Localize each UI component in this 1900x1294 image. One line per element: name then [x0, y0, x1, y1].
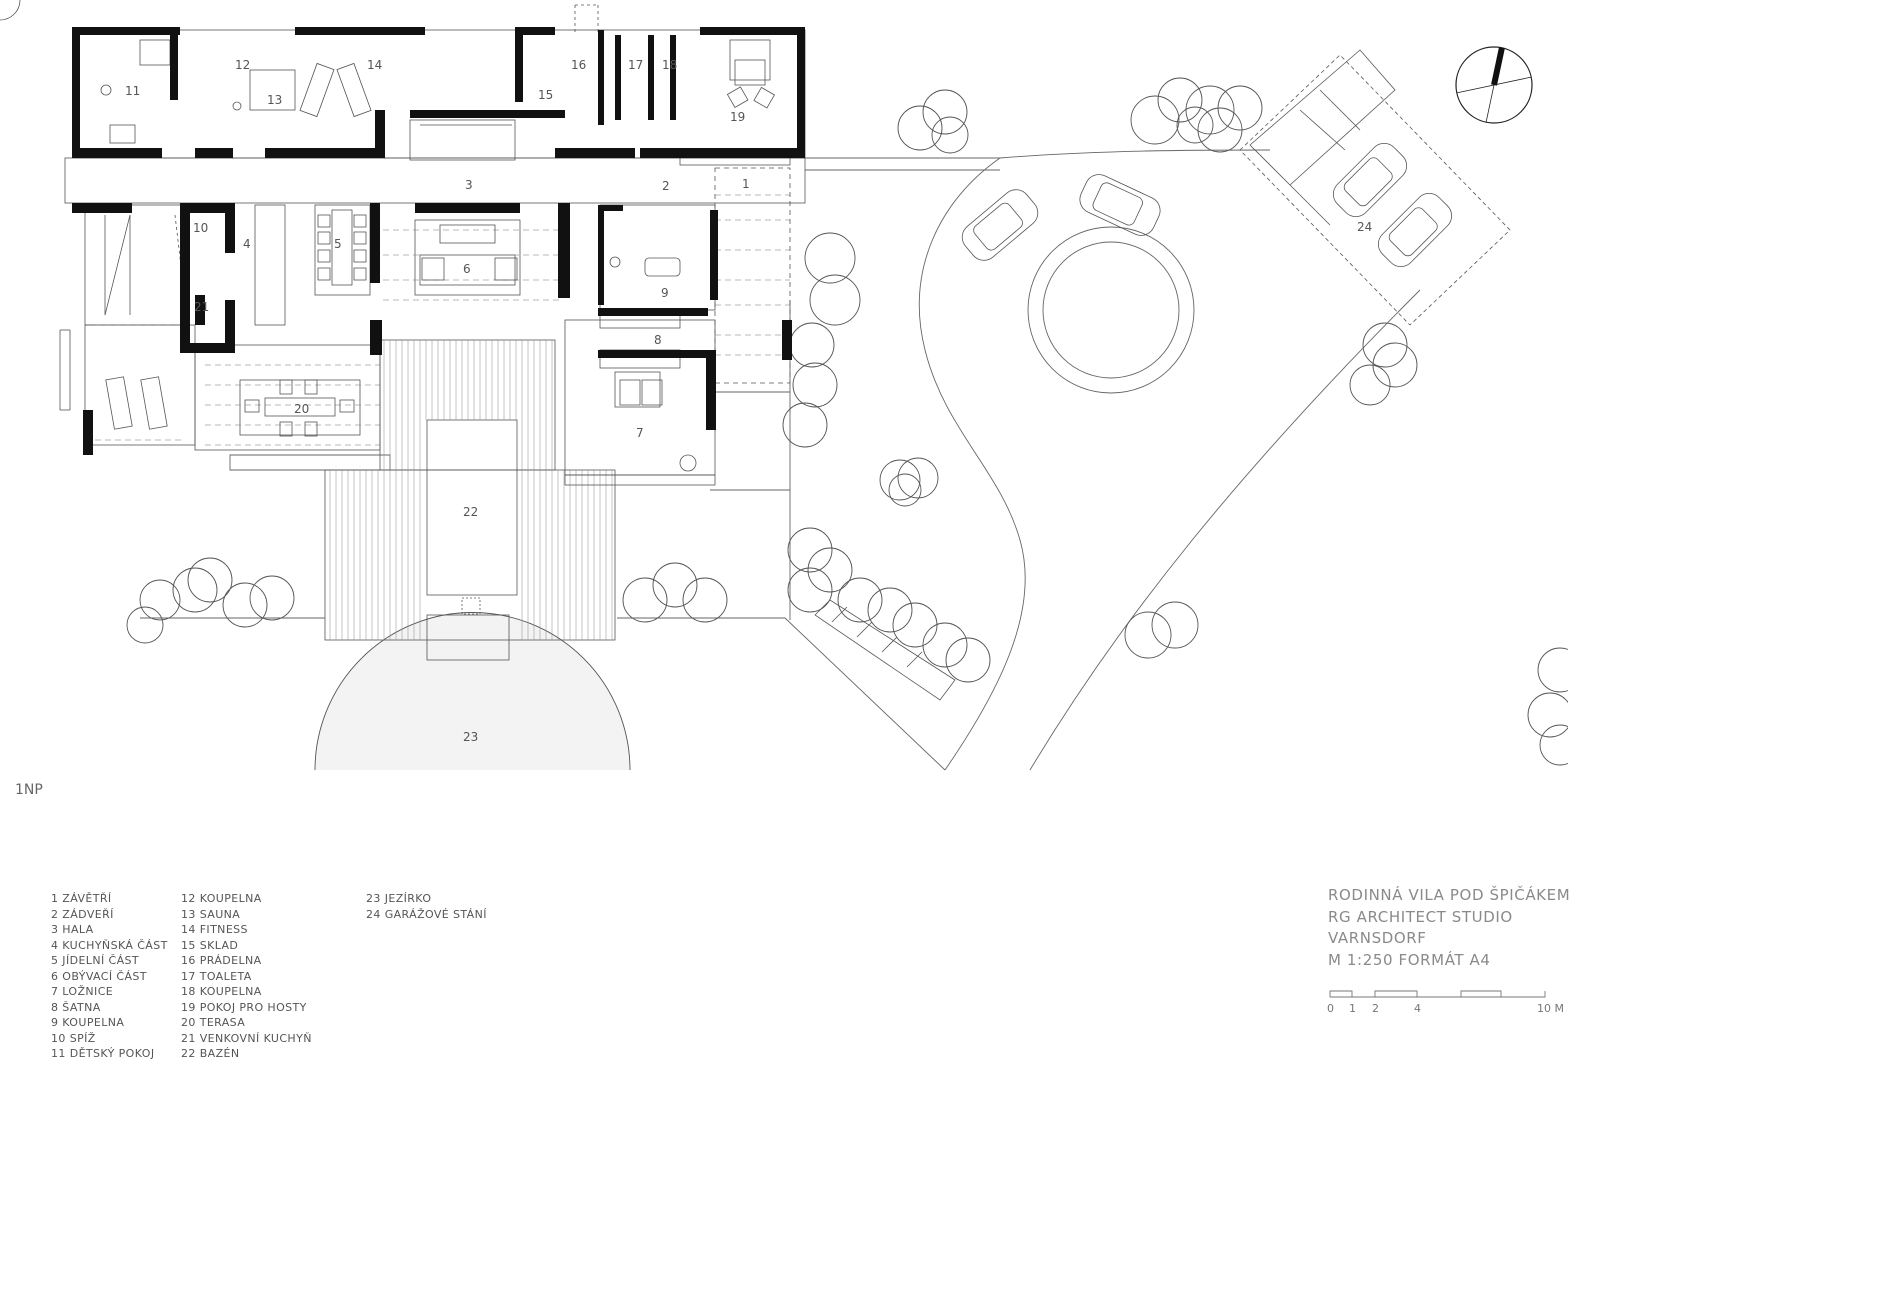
deck-hatching	[329, 340, 613, 640]
legend-item: 7 LOŽNICE	[51, 985, 114, 998]
room-number: 20	[294, 402, 309, 416]
outdoor-steps	[814, 599, 956, 701]
room-number: 3	[465, 178, 473, 192]
scale-tick: 0	[1327, 1002, 1334, 1015]
legend-item: 23 JEZÍRKO	[366, 892, 432, 905]
legend-item: 13 SAUNA	[181, 907, 241, 921]
studio-name: RG ARCHITECT STUDIO	[1328, 907, 1513, 926]
room-number: 21	[194, 300, 209, 314]
room-number: 9	[661, 286, 669, 300]
legend-item: 1 ZÁVĚTŘÍ	[51, 892, 112, 905]
room-number: 10	[193, 221, 208, 235]
project-title: RODINNÁ VILA POD ŠPIČÁKEM	[1328, 886, 1571, 904]
room-number: 4	[243, 237, 251, 251]
pond	[314, 612, 631, 771]
legend-item: 6 OBÝVACÍ ČÁST	[51, 969, 147, 983]
room-number: 17	[628, 58, 643, 72]
legend-item: 21 VENKOVNÍ KUCHYŇ	[181, 1031, 312, 1045]
legend-item: 9 KOUPELNA	[51, 1016, 125, 1029]
room-number: 23	[463, 730, 478, 744]
legend-item: 8 ŠATNA	[51, 1000, 101, 1014]
walls	[72, 27, 805, 455]
room-number: 12	[235, 58, 250, 72]
legend-item: 14 FITNESS	[181, 923, 248, 936]
legend-item: 17 TOALETA	[181, 969, 252, 983]
tree-icon	[126, 77, 1568, 766]
scale-bar: 0 1 2 4 10 M	[1327, 990, 1564, 1015]
room-number: 24	[1357, 220, 1372, 234]
scale-tick: 10 M	[1537, 1002, 1564, 1015]
north-compass-icon	[1455, 46, 1533, 124]
room-number: 2	[662, 179, 670, 193]
legend-item: 10 SPÍŽ	[51, 1031, 96, 1045]
car-icon	[961, 142, 1453, 268]
legend-item: 24 GARÁŽOVÉ STÁNÍ	[366, 907, 487, 921]
legend-item: 18 KOUPELNA	[181, 985, 262, 998]
room-number: 22	[463, 505, 478, 519]
room-number: 19	[730, 110, 745, 124]
floor-plan-drawing: 1 2 3 4 5 6 7 8 9 10 11 12 13 14 15 16 1…	[0, 0, 1568, 771]
scale-tick: 2	[1372, 1002, 1379, 1015]
room-number: 13	[267, 93, 282, 107]
room-number: 15	[538, 88, 553, 102]
room-number: 11	[125, 84, 140, 98]
legend-item: 4 KUCHYŇSKÁ ČÁST	[51, 938, 168, 952]
room-number: 16	[571, 58, 586, 72]
scale-format: M 1:250 FORMÁT A4	[1328, 950, 1491, 969]
legend-item: 16 PRÁDELNA	[181, 954, 262, 967]
legend-column-3: 23 JEZÍRKO 24 GARÁŽOVÉ STÁNÍ	[366, 891, 487, 922]
legend-item: 15 SKLAD	[181, 938, 239, 952]
room-number: 18	[662, 58, 677, 72]
dashed-grid	[95, 194, 790, 446]
legend-item: 20 TERASA	[181, 1016, 246, 1029]
legend-column-1: 1 ZÁVĚTŘÍ 2 ZÁDVEŘÍ 3 HALA 4 KUCHYŇSKÁ Č…	[51, 891, 168, 1062]
room-number: 5	[334, 237, 342, 251]
legend-item: 11 DĚTSKÝ POKOJ	[51, 1047, 155, 1060]
location-name: VARNSDORF	[1328, 929, 1427, 947]
legend-column-2: 12 KOUPELNA 13 SAUNA 14 FITNESS 15 SKLAD…	[181, 891, 312, 1062]
legend-item: 3 HALA	[51, 923, 94, 936]
floor-label: 1NP	[15, 782, 43, 798]
legend-item: 12 KOUPELNA	[181, 892, 262, 905]
pool-deck	[324, 339, 616, 661]
garage-parking-area	[1239, 49, 1511, 326]
scale-tick: 1	[1349, 1002, 1356, 1015]
room-number: 1	[742, 177, 750, 191]
legend-item: 19 POKOJ PRO HOSTY	[181, 1000, 307, 1014]
room-number: 14	[367, 58, 382, 72]
legend-item: 5 JÍDELNÍ ČÁST	[51, 954, 140, 967]
legend-item: 22 BAZÉN	[181, 1047, 240, 1060]
scale-tick: 4	[1414, 1002, 1421, 1015]
room-number: 7	[636, 426, 644, 440]
room-number: 8	[654, 333, 662, 347]
room-number-labels: 1 2 3 4 5 6 7 8 9 10 11 12 13 14 15 16 1…	[125, 58, 1372, 744]
furniture	[100, 39, 775, 472]
room-number: 6	[463, 262, 471, 276]
corner-arc	[0, 0, 21, 21]
legend-item: 2 ZÁDVEŘÍ	[51, 907, 114, 921]
title-block: RODINNÁ VILA POD ŠPIČÁKEM RG ARCHITECT S…	[1328, 885, 1570, 971]
